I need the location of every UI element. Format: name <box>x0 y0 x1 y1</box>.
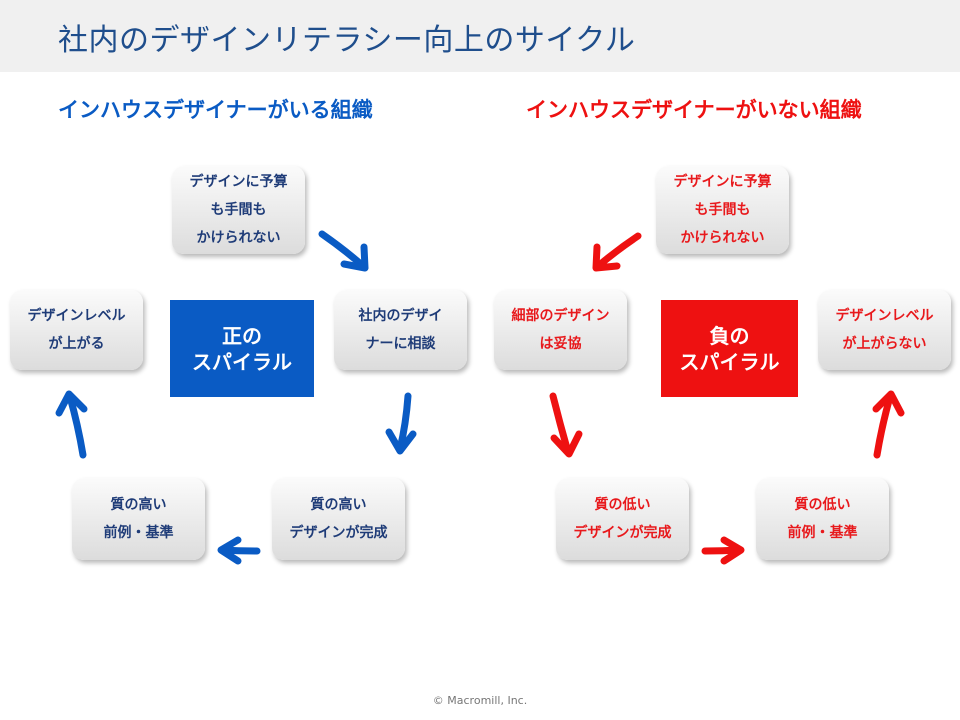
right-card-top-text: デザインに予算 も手間も かけられない <box>673 174 772 246</box>
positive-spiral-box: 正の スパイラル <box>170 300 314 397</box>
copyright-footer: © Macromill, Inc. <box>432 694 528 707</box>
right-heading: インハウスデザイナーがいない組織 <box>526 98 862 122</box>
left-card-top-text: デザインに予算 も手間も かけられない <box>189 174 288 246</box>
positive-spiral-label: 正の スパイラル <box>192 323 292 374</box>
right-card-left-text: 細部のデザイン は妥協 <box>511 308 610 352</box>
negative-spiral-box: 負の スパイラル <box>661 300 798 397</box>
right-card-bottom-right-text: 質の低い 前例・基準 <box>787 497 858 541</box>
left-card-top: デザインに予算 も手間も かけられない <box>172 166 305 254</box>
left-card-left: デザインレベル が上がる <box>10 290 143 370</box>
left-card-bottom-right-text: 質の高い デザインが完成 <box>289 497 388 541</box>
right-card-right-text: デザインレベル が上がらない <box>835 308 934 352</box>
right-card-right: デザインレベル が上がらない <box>818 290 951 370</box>
title-bar: 社内のデザインリテラシー向上のサイクル <box>0 0 960 72</box>
page-title: 社内のデザインリテラシー向上のサイクル <box>58 23 636 58</box>
right-card-bottom-right: 質の低い 前例・基準 <box>756 478 889 560</box>
left-card-left-text: デザインレベル が上がる <box>27 308 126 352</box>
right-card-top: デザインに予算 も手間も かけられない <box>656 166 789 254</box>
right-card-bottom-left: 質の低い デザインが完成 <box>556 478 689 560</box>
left-card-bottom-left: 質の高い 前例・基準 <box>72 478 205 560</box>
right-card-left: 細部のデザイン は妥協 <box>494 290 627 370</box>
negative-spiral-label: 負の スパイラル <box>679 323 780 374</box>
left-card-right-text: 社内のデザイ ナーに相談 <box>358 308 443 352</box>
left-card-right: 社内のデザイ ナーに相談 <box>334 290 467 370</box>
left-heading: インハウスデザイナーがいる組織 <box>58 98 373 122</box>
right-card-bottom-left-text: 質の低い デザインが完成 <box>573 497 672 541</box>
left-card-bottom-right: 質の高い デザインが完成 <box>272 478 405 560</box>
left-card-bottom-left-text: 質の高い 前例・基準 <box>103 497 174 541</box>
